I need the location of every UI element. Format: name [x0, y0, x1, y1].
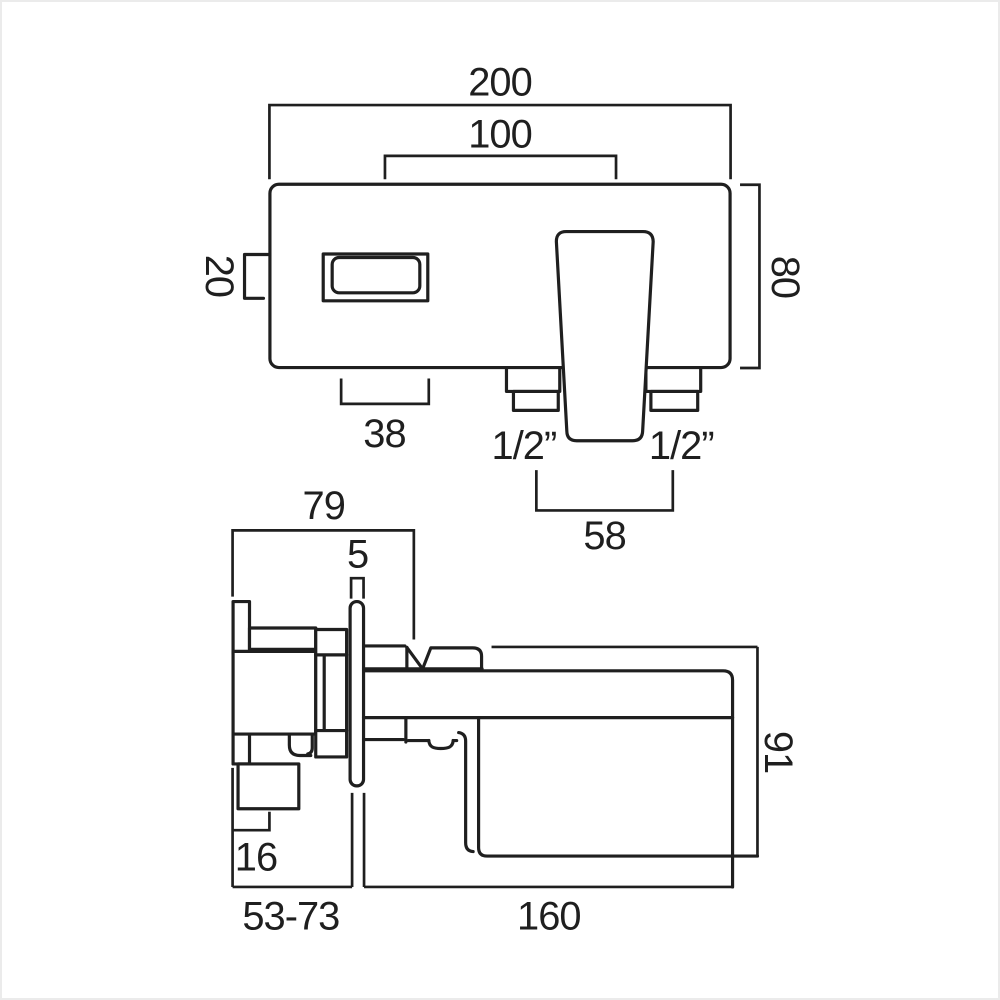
- dim-label-inlet-left: 1/2”: [492, 424, 557, 468]
- dim-line-body-depth: [231, 529, 416, 640]
- side-tab: [242, 252, 272, 300]
- concealed-valve-body: [231, 599, 349, 811]
- dim-line-bottom-offset: [233, 811, 271, 832]
- dim-line-inlet-centres: [535, 470, 675, 512]
- dim-line-fixing-centres: [383, 154, 618, 180]
- dim-label-drop-height: 91: [756, 731, 800, 773]
- spout-side: [361, 669, 760, 889]
- dim-label-inlet-right: 1/2”: [649, 424, 714, 468]
- dim-line-depth-and-projection: [231, 767, 733, 889]
- dim-label-plate-thickness: 5: [347, 533, 368, 577]
- dim-line-plate-thickness: [349, 576, 365, 599]
- dim-label-spout-opening: 38: [363, 412, 405, 456]
- dim-line-overall-width: [268, 103, 732, 180]
- dim-label-plate-height: 80: [763, 256, 807, 298]
- faceplate-front: [268, 182, 732, 370]
- dim-label-bottom-offset: 16: [235, 836, 277, 880]
- spout-opening: [321, 252, 430, 303]
- dim-label-adjustable-depth: 53-73: [242, 894, 339, 938]
- dim-label-body-depth: 79: [303, 484, 345, 528]
- front-view: 200 100 20 80 38 1/2” 1/2” 58: [197, 61, 807, 558]
- aerator-outlet: [427, 738, 455, 751]
- handle-front: [554, 229, 655, 443]
- inlet-fitting-right: [644, 365, 703, 412]
- dim-line-plate-height: [740, 183, 761, 370]
- dim-label-overall-width: 200: [468, 61, 531, 105]
- side-view: 79 5 16 91 53-73 160: [231, 484, 800, 938]
- dim-label-side-tab: 20: [197, 255, 241, 297]
- faceplate-side: [348, 599, 366, 788]
- dim-label-spout-projection: 160: [517, 894, 580, 938]
- dim-label-inlet-centres: 58: [583, 514, 625, 558]
- handle-side: [361, 644, 484, 671]
- inlet-fitting-left: [504, 365, 562, 412]
- dim-line-spout-opening: [339, 378, 431, 406]
- dim-label-fixing-centres: 100: [468, 112, 531, 156]
